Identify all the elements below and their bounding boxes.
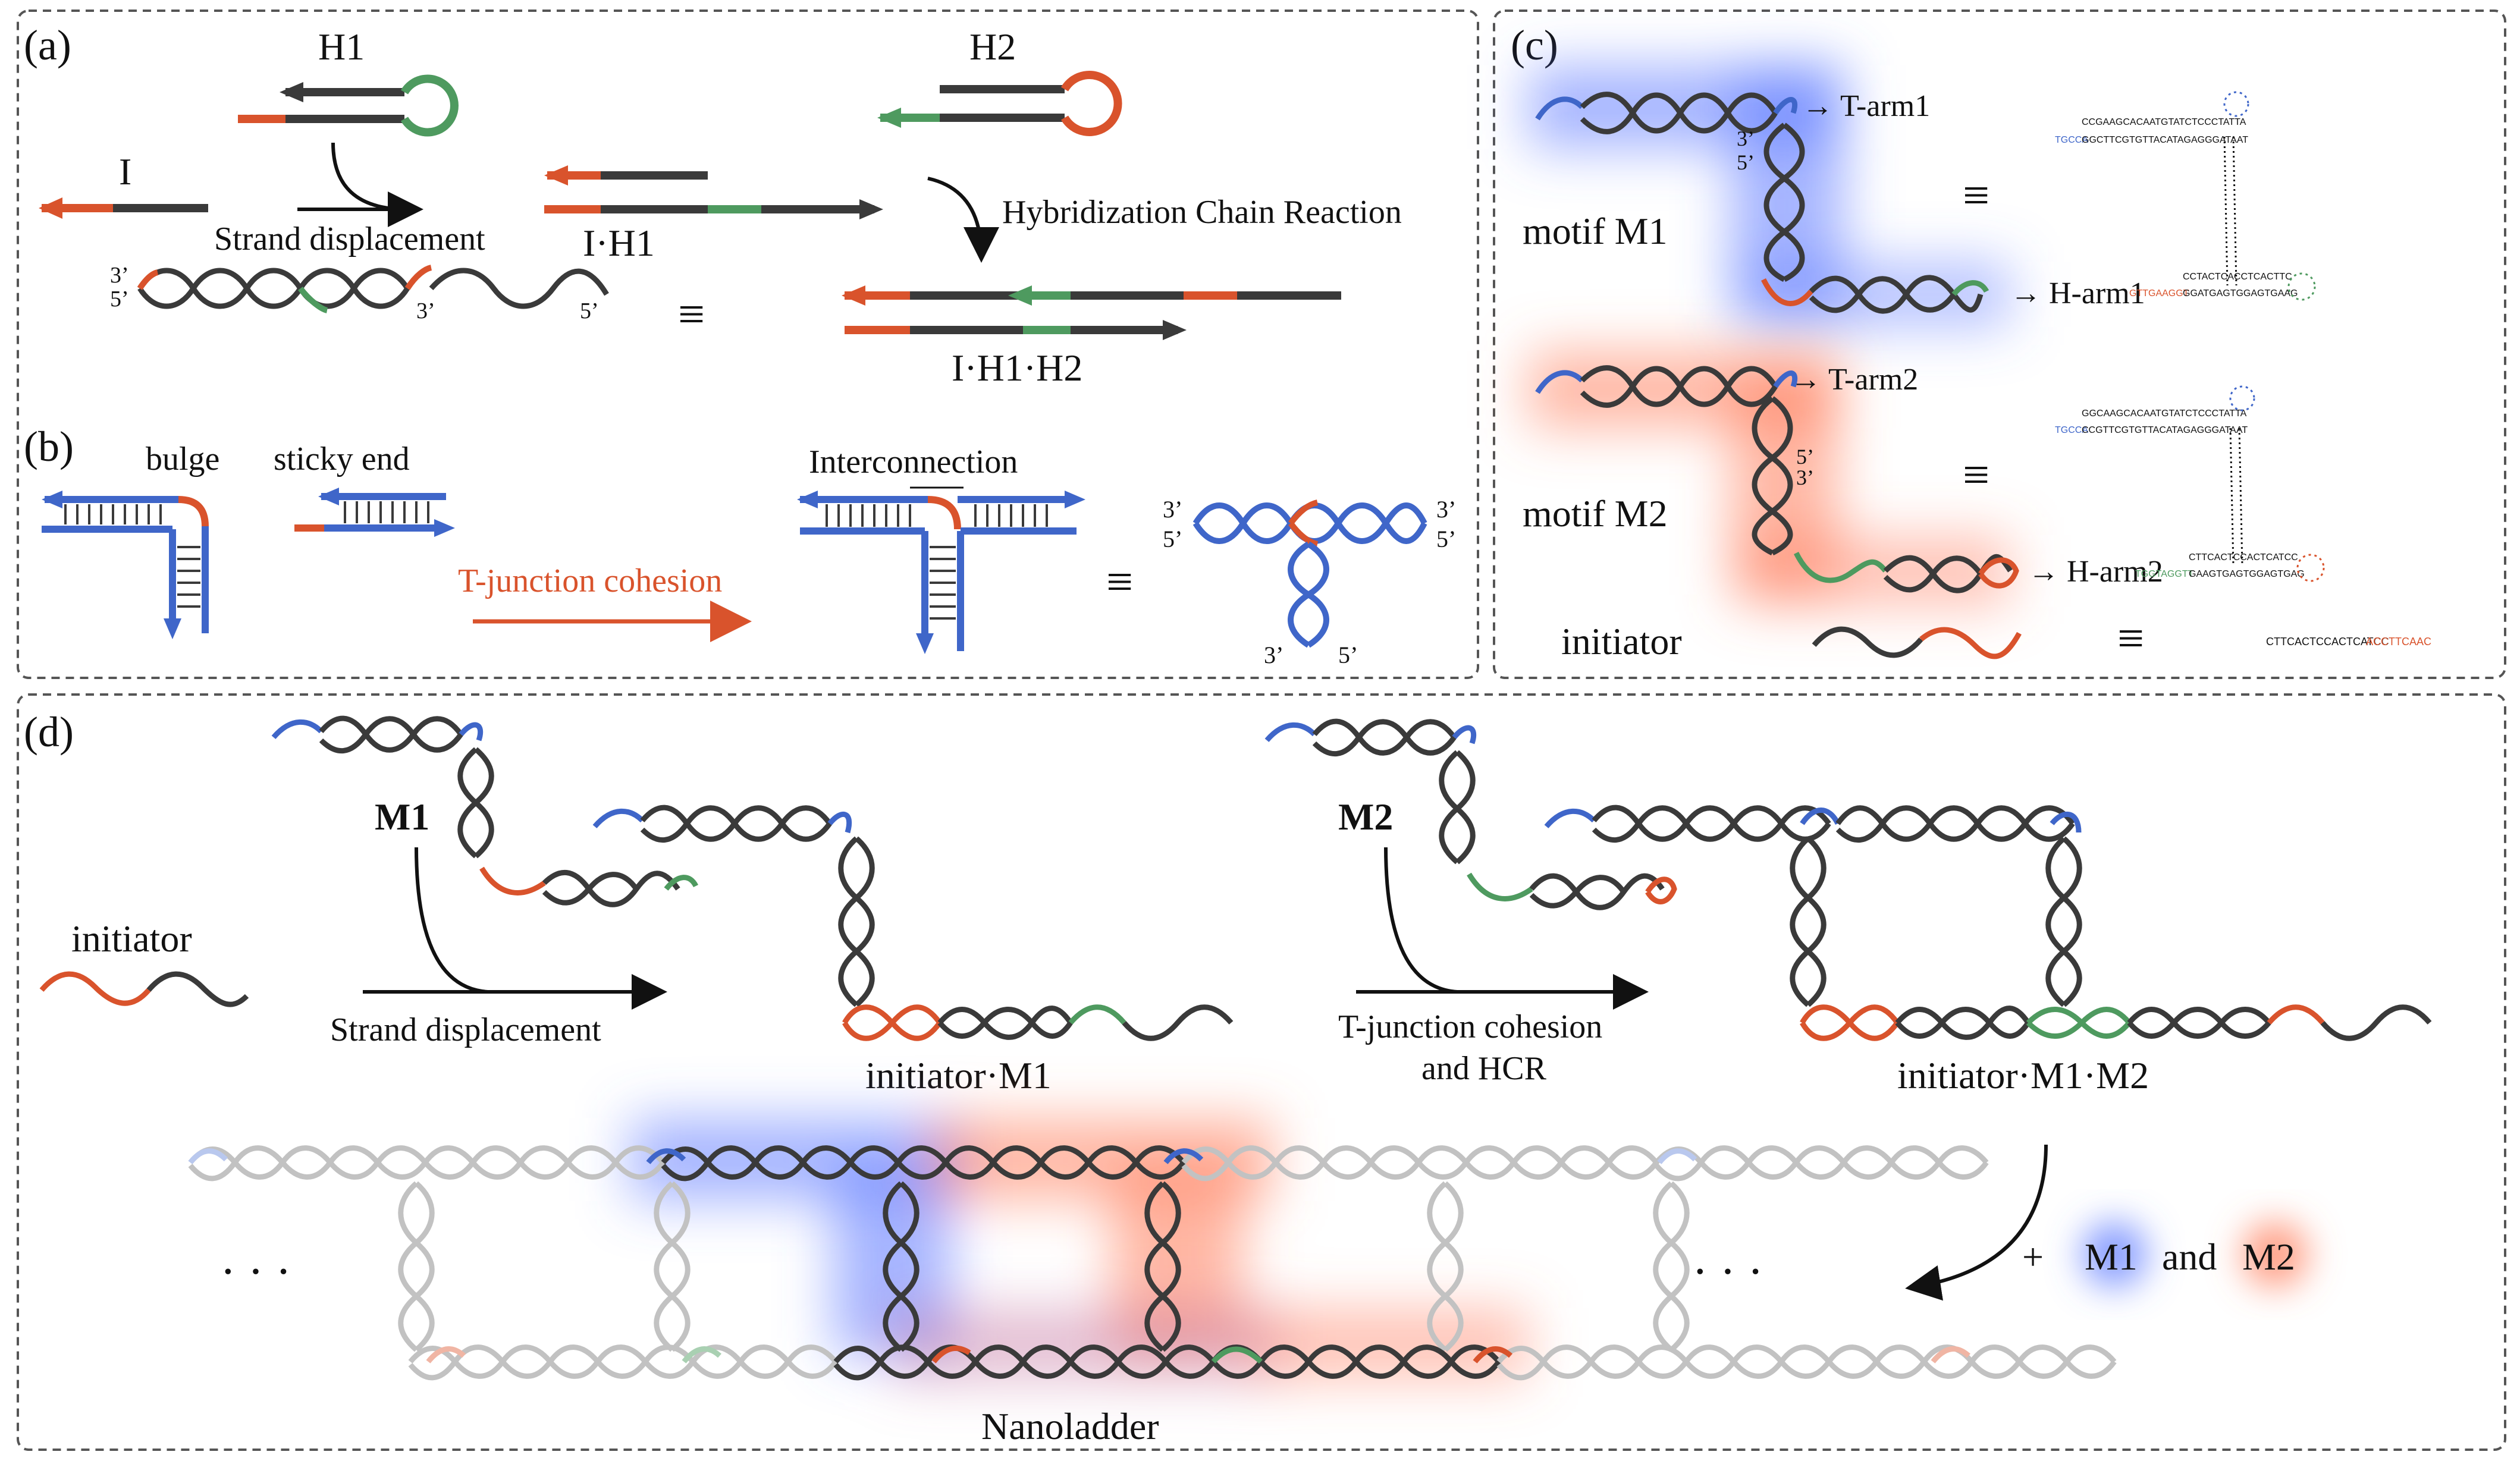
d-m1-label: M1 xyxy=(375,796,429,838)
panel-a-tag: (a) xyxy=(24,21,71,69)
interconnection-label: Interconnection xyxy=(809,444,1018,480)
m2-seq-bot2: GAAGTGAGTGGAGTGAG xyxy=(2189,569,2305,579)
d-plus-m1: M1 xyxy=(2085,1236,2138,1278)
tarm1-label: → T-arm1 xyxy=(1802,89,1930,123)
m2-5prime: 5’ xyxy=(1796,445,1814,469)
nanoladder-dots-right: · · · xyxy=(1692,1246,1763,1298)
b-left-5prime: 5’ xyxy=(1163,526,1182,552)
b-left-3prime: 3’ xyxy=(1163,496,1182,523)
sticky-end-label: sticky end xyxy=(274,441,410,477)
panel-b-tag: (b) xyxy=(24,423,74,470)
b-right-5prime: 5’ xyxy=(1436,526,1456,552)
m2-sequence: GGCAAGCACAATGTATCTCCCTATTA TGCCA CCGTTCG… xyxy=(2055,385,2325,582)
d-and: and xyxy=(2162,1236,2217,1278)
init-seq-red: ACCTTCAAC xyxy=(2366,636,2431,648)
harm1-label: → H-arm1 xyxy=(2010,277,2145,310)
c-glow-blue xyxy=(1529,65,2010,327)
a-helix xyxy=(137,265,609,313)
b-bottom-3prime: 3’ xyxy=(1264,642,1283,668)
d-strand-displacement: Strand displacement xyxy=(330,1011,601,1048)
m1-3prime: 3’ xyxy=(1737,127,1755,150)
h2-label: H2 xyxy=(969,26,1016,68)
ih1h2-label: I·H1·H2 xyxy=(952,347,1082,389)
ih1-label: I·H1 xyxy=(583,222,655,264)
bulge-label: bulge xyxy=(146,441,219,477)
panel-d-tag: (d) xyxy=(24,708,74,756)
a-3prime: 3’ xyxy=(110,263,129,288)
m2-3prime: 3’ xyxy=(1796,466,1814,489)
bulge-shape xyxy=(42,491,209,639)
d-m2-motif xyxy=(1264,718,1677,910)
b-right-3prime: 3’ xyxy=(1436,496,1456,523)
c-initiator-strand xyxy=(1812,626,2022,659)
m1-seq-bot2-red: GTTGAAGGT xyxy=(2129,288,2189,299)
m1-5prime: 5’ xyxy=(1737,150,1755,174)
h1-hairpin xyxy=(238,74,459,137)
b-t-helix xyxy=(1192,499,1427,648)
a-strand-displacement: Strand displacement xyxy=(214,221,485,257)
d-initiator-strand xyxy=(39,971,249,1007)
motif-m1-shape xyxy=(1535,92,1989,314)
b-bottom-5prime: 5’ xyxy=(1338,642,1358,668)
m2-seq-bot1: CTTCACTCCACTCATCC xyxy=(2189,552,2298,563)
c-equiv1: ≡ xyxy=(1963,169,1989,222)
tjc-label: T-junction cohesion xyxy=(458,563,722,599)
d-tjc-line1: T-junction cohesion xyxy=(1338,1008,1602,1045)
initiator-m1-m2-complex xyxy=(1544,805,2432,1041)
ih1-duplex xyxy=(544,165,883,219)
c-equiv2: ≡ xyxy=(1963,449,1989,501)
i-label: I xyxy=(119,150,131,193)
hcr-label: Hybridization Chain Reaction xyxy=(1002,194,1402,231)
panel-c-tag: (c) xyxy=(1511,21,1558,69)
plus-glow xyxy=(2082,1222,2308,1287)
b-equiv: ≡ xyxy=(1106,556,1133,608)
panel-a-b-border xyxy=(17,10,1479,679)
motif-m2-shape xyxy=(1535,365,2019,593)
a-5prime: 5’ xyxy=(110,287,129,312)
d-plus-m2: M2 xyxy=(2242,1236,2295,1278)
a-equiv: ≡ xyxy=(678,288,705,341)
ih1h2-complex xyxy=(842,285,1341,340)
nanoladder-shape xyxy=(188,1145,2117,1381)
harm2-label: → H-arm2 xyxy=(2028,555,2163,589)
m1-seq-top2: GGCTTCGTGTTACATAGAGGGATAAT xyxy=(2082,135,2248,145)
nanoladder-glow xyxy=(630,1118,1529,1380)
h1-label: H1 xyxy=(318,26,365,68)
i-strand xyxy=(39,197,208,219)
motif-m2-label: motif M2 xyxy=(1523,492,1668,535)
m1-sequence: CCGAAGCACAATGTATCTCCCTATTA TGCCA GGCTTCG… xyxy=(2055,91,2316,301)
a-end3: 3’ xyxy=(416,299,435,323)
t-junction-shape xyxy=(797,491,1085,654)
motif-m1-label: motif M1 xyxy=(1523,210,1668,252)
initiator-m1-label: initiator·M1 xyxy=(865,1054,1052,1096)
m2-seq-top: GGCAAGCACAATGTATCTCCCTATTA xyxy=(2082,409,2247,419)
m2-seq-bot2-green: TGGTAGGTT xyxy=(2135,569,2194,579)
c-equiv3: ≡ xyxy=(2117,612,2144,665)
m2-seq-top2-blue: TGCCA xyxy=(2055,425,2088,435)
a-end5: 5’ xyxy=(580,299,599,323)
m1-seq-top: CCGAAGCACAATGTATCTCCCTATTA xyxy=(2082,117,2246,127)
d-m2-label: M2 xyxy=(1338,796,1393,838)
initiator-sequence: CTTCACTCCACTCATCC ACCTTCAAC xyxy=(2266,636,2431,648)
d-m1-motif xyxy=(271,715,699,907)
m2-seq-top2: CCGTTCGTGTTACATAGAGGGATAAT xyxy=(2082,425,2248,435)
nanoladder-label: Nanoladder xyxy=(981,1405,1159,1447)
nanoladder-dots-left: · · · xyxy=(220,1246,291,1298)
panel-c-border xyxy=(1493,10,2506,679)
initiator-m1-m2-label: initiator·M1·M2 xyxy=(1897,1054,2149,1096)
panel-d-border xyxy=(17,693,2506,1451)
h2-hairpin xyxy=(877,71,1122,136)
m1-seq-bot2: GGATGAGTGGAGTGAAG xyxy=(2183,288,2298,299)
d-plus: + xyxy=(2022,1236,2044,1278)
initiator-m1-complex xyxy=(592,805,1234,1041)
d-initiator-label: initiator xyxy=(71,918,192,960)
c-initiator-label: initiator xyxy=(1561,620,1682,662)
init-seq: CTTCACTCCACTCATCC xyxy=(2266,636,2389,648)
sticky-end-shape xyxy=(294,488,455,537)
m1-seq-top2-blue: TGCCA xyxy=(2055,135,2088,145)
tarm2-label: → T-arm2 xyxy=(1790,363,1918,397)
d-tjc-line2: and HCR xyxy=(1421,1050,1547,1087)
m1-seq-bot1: CCTACTCACCTCACTTC xyxy=(2183,272,2292,282)
